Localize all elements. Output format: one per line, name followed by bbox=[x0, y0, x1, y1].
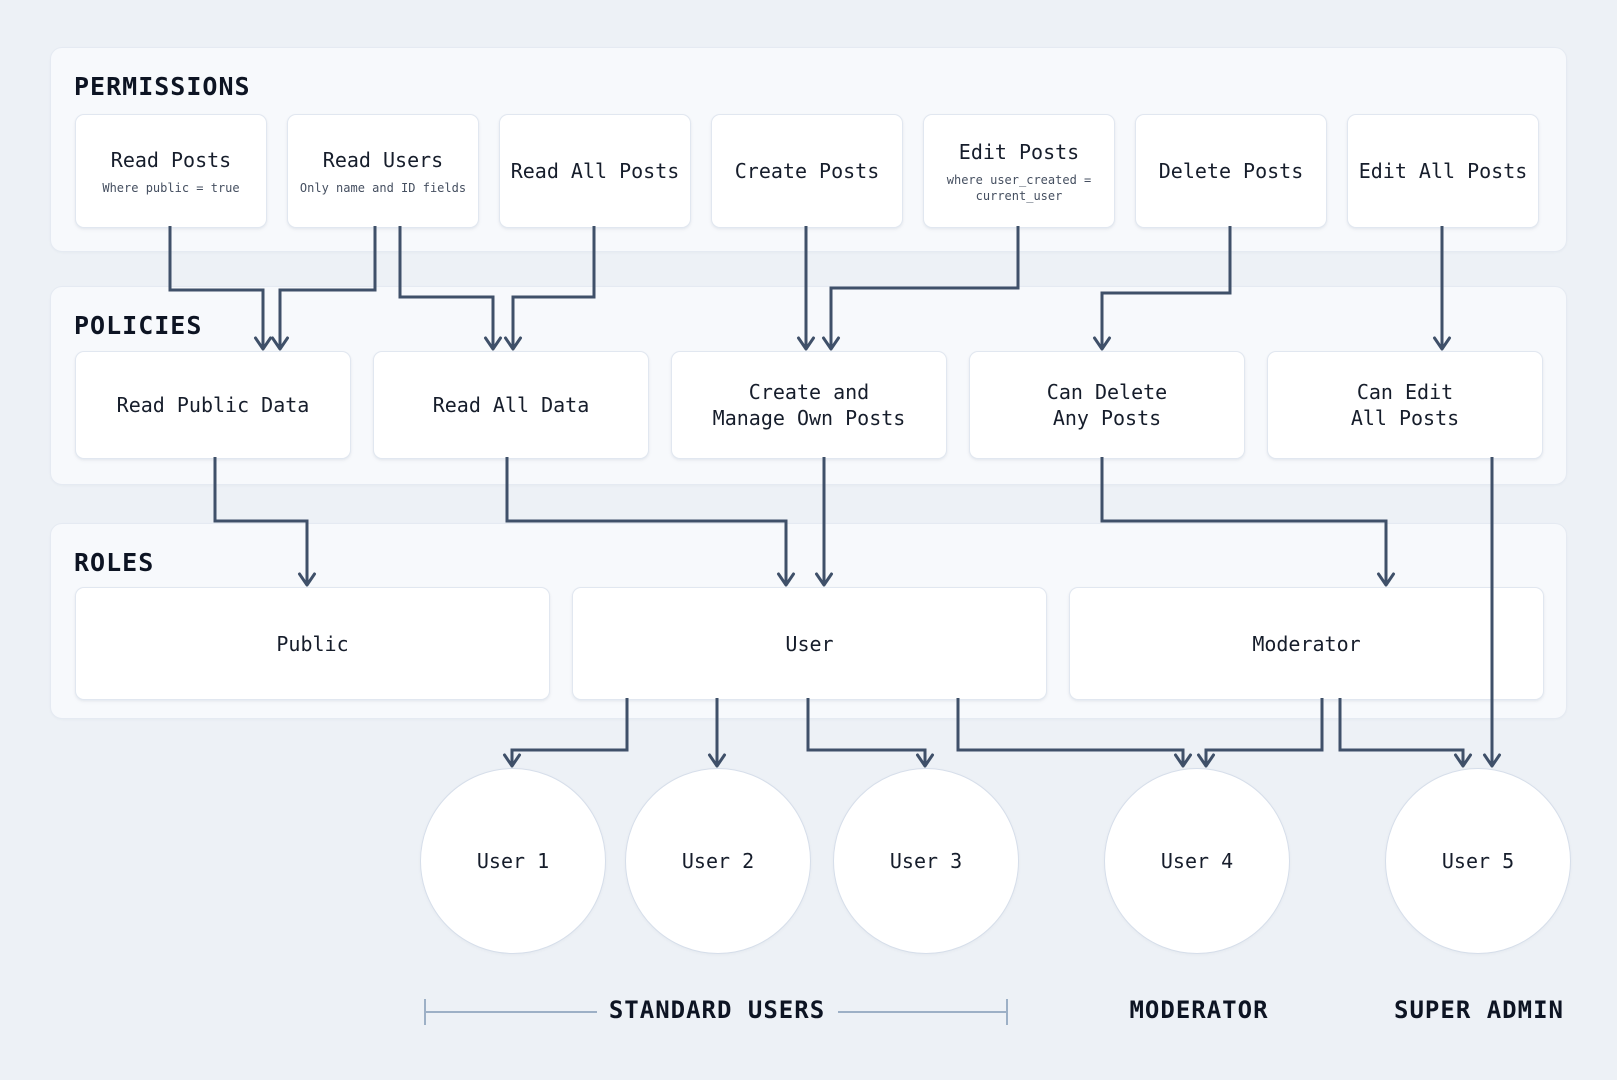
role-box-user: User bbox=[572, 587, 1047, 700]
standard-users-bracket-right-tick bbox=[1006, 999, 1008, 1025]
user-circle-label: User 3 bbox=[889, 849, 963, 873]
policies-section-title: POLICIES bbox=[74, 311, 203, 340]
permission-label: Delete Posts bbox=[1158, 159, 1304, 183]
role-label: Public bbox=[276, 631, 349, 656]
user-circle-label: User 5 bbox=[1441, 849, 1515, 873]
user-circle-2: User 2 bbox=[625, 768, 811, 954]
arrowhead-icon bbox=[1174, 753, 1192, 768]
policy-box-read-public-data: Read Public Data bbox=[75, 351, 351, 459]
policy-box-read-all-data: Read All Data bbox=[373, 351, 649, 459]
role-label: Moderator bbox=[1252, 631, 1361, 656]
policy-box-can-delete-any-posts: Can Delete Any Posts bbox=[969, 351, 1245, 459]
user-circle-label: User 4 bbox=[1160, 849, 1234, 873]
user-circle-label: User 1 bbox=[476, 849, 550, 873]
policy-label-line2: Any Posts bbox=[1052, 406, 1162, 430]
role-box-moderator: Moderator bbox=[1069, 587, 1544, 700]
standard-users-bracket-right bbox=[838, 1011, 1007, 1013]
permission-label: Edit All Posts bbox=[1358, 159, 1528, 183]
permission-box-edit-posts: Edit Posts where user_created = current_… bbox=[923, 114, 1115, 228]
permissions-section-title: PERMISSIONS bbox=[74, 72, 251, 101]
role-box-public: Public bbox=[75, 587, 550, 700]
permission-label: Read Users bbox=[322, 147, 444, 172]
permission-box-edit-all-posts: Edit All Posts bbox=[1347, 114, 1539, 228]
permission-sublabel: where user_created = current_user bbox=[946, 172, 1092, 203]
arrowhead-icon bbox=[708, 753, 726, 768]
group-label-moderator: MODERATOR bbox=[1129, 996, 1269, 1024]
user-circle-4: User 4 bbox=[1104, 768, 1290, 954]
policy-box-create-manage-own-posts: Create and Manage Own Posts bbox=[671, 351, 947, 459]
policy-label: Can Delete bbox=[1046, 380, 1168, 404]
standard-users-bracket-left-tick bbox=[424, 999, 426, 1025]
policy-label: Read Public Data bbox=[116, 393, 310, 417]
policy-label-line2: All Posts bbox=[1350, 406, 1460, 430]
policy-label-line2: Manage Own Posts bbox=[712, 406, 906, 430]
user-circle-1: User 1 bbox=[420, 768, 606, 954]
permission-box-delete-posts: Delete Posts bbox=[1135, 114, 1327, 228]
policy-label: Can Edit bbox=[1356, 380, 1454, 404]
permission-box-create-posts: Create Posts bbox=[711, 114, 903, 228]
standard-users-bracket-left bbox=[425, 1011, 597, 1013]
group-label-super-admin: SUPER ADMIN bbox=[1394, 996, 1564, 1024]
user-circle-5: User 5 bbox=[1385, 768, 1571, 954]
permission-label: Read Posts bbox=[110, 147, 232, 172]
user-circle-label: User 2 bbox=[681, 849, 755, 873]
role-label: User bbox=[785, 631, 834, 656]
policy-label: Read All Data bbox=[432, 393, 590, 417]
policy-box-can-edit-all-posts: Can Edit All Posts bbox=[1267, 351, 1543, 459]
policy-label: Create and bbox=[748, 380, 870, 404]
arrowhead-icon bbox=[1197, 753, 1215, 768]
permission-sublabel: Where public = true bbox=[102, 180, 240, 195]
permission-box-read-all-posts: Read All Posts bbox=[499, 114, 691, 228]
permission-label: Edit Posts bbox=[958, 139, 1080, 164]
user-circle-3: User 3 bbox=[833, 768, 1019, 954]
arrowhead-icon bbox=[503, 753, 521, 768]
arrowhead-icon bbox=[1454, 753, 1472, 768]
permission-box-read-posts: Read Posts Where public = true bbox=[75, 114, 267, 228]
permission-label: Create Posts bbox=[734, 159, 880, 183]
group-label-standard-users: STANDARD USERS bbox=[608, 996, 826, 1024]
roles-section-title: ROLES bbox=[74, 548, 155, 577]
permission-sublabel: Only name and ID fields bbox=[299, 180, 467, 195]
arrowhead-icon bbox=[1483, 753, 1501, 768]
permission-box-read-users: Read Users Only name and ID fields bbox=[287, 114, 479, 228]
arrowhead-icon bbox=[916, 753, 934, 768]
permission-label: Read All Posts bbox=[510, 159, 680, 183]
